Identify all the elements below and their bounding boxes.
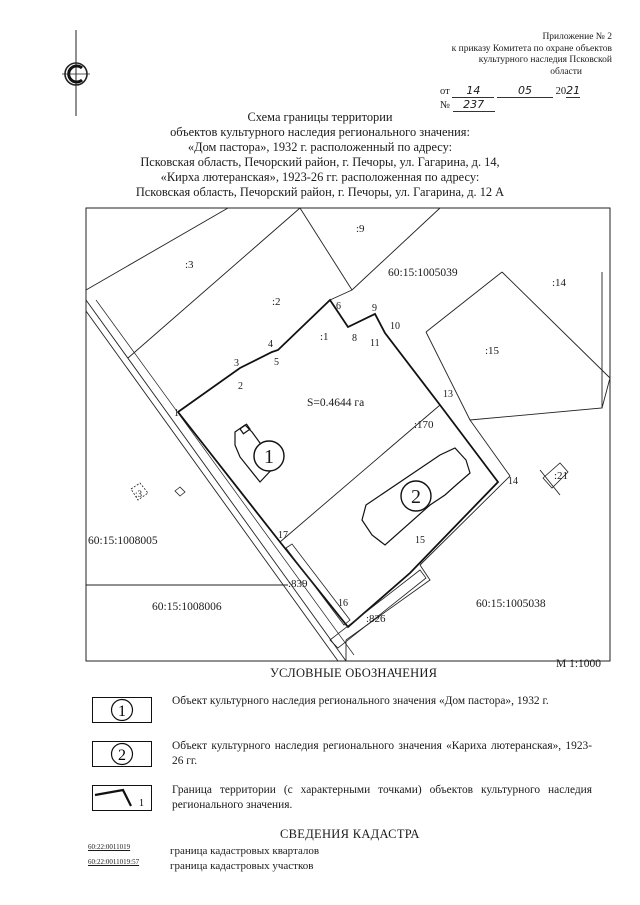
title-line-6: Псковская область, Печорский район, г. П… bbox=[135, 185, 505, 199]
legend-swatch-2: 2 bbox=[92, 741, 152, 767]
structure-21 bbox=[542, 462, 569, 489]
inner-boundary bbox=[279, 404, 441, 543]
parcel-label-826: :826 bbox=[366, 613, 386, 625]
date-year-prefix: 20 bbox=[555, 86, 567, 97]
parcel-label-3: :3 bbox=[185, 259, 194, 271]
point-1: 1 bbox=[174, 408, 179, 419]
point-5: 5 bbox=[274, 357, 279, 368]
point-16: 16 bbox=[338, 598, 348, 609]
date-day: 14 bbox=[466, 84, 481, 97]
legend-text-1: Объект культурного наследия региональног… bbox=[172, 695, 549, 707]
annex-block: Приложение № 2 к приказу Комитета по охр… bbox=[382, 32, 612, 78]
quarter-label-1008006: 60:15:1008006 bbox=[152, 601, 222, 613]
area-label: S=0.4644 га bbox=[307, 397, 364, 409]
annex-date: от 14 05 2021 bbox=[440, 84, 581, 98]
point-14: 14 bbox=[508, 476, 518, 487]
annex-line-2: культурного наследия Псковской bbox=[478, 55, 612, 65]
annex-title: Приложение № 2 bbox=[542, 32, 612, 42]
date-year: 21 bbox=[566, 84, 581, 98]
date-month: 05 bbox=[517, 84, 532, 97]
legend-mark-3: 1 bbox=[139, 798, 144, 809]
object-2-circle bbox=[400, 480, 432, 512]
parcel-label-3b: :3 bbox=[135, 489, 143, 499]
point-9: 9 bbox=[372, 303, 377, 314]
strip-839 bbox=[285, 543, 351, 626]
parcel-label-15: :15 bbox=[485, 345, 500, 357]
legend-swatch-3: 1 bbox=[92, 785, 152, 811]
building-object-1 bbox=[234, 423, 277, 483]
strip-826 bbox=[329, 569, 427, 649]
annex-number: № 237 bbox=[440, 98, 495, 112]
legend-mark-2: 2 bbox=[118, 747, 126, 764]
small-diamond bbox=[174, 486, 186, 497]
legend-mark-1: 1 bbox=[118, 703, 126, 720]
title-line-1: Схема границы территории bbox=[247, 110, 393, 124]
annex-line-1: к приказу Комитета по охране объектов bbox=[451, 43, 612, 54]
quarter-label-1008005: 60:15:1008005 bbox=[88, 535, 158, 547]
point-11: 11 bbox=[370, 338, 380, 349]
point-6: 6 bbox=[336, 301, 341, 312]
date-prefix: от bbox=[440, 86, 450, 97]
cadastre-text-1: граница кадастровых кварталов bbox=[170, 845, 320, 857]
emblem-stamp bbox=[62, 30, 90, 116]
number-value: 237 bbox=[463, 98, 485, 111]
document-title: Схема границы территории объектов культу… bbox=[0, 110, 640, 200]
map-scale: М 1:1000 bbox=[556, 658, 602, 670]
point-13: 13 bbox=[443, 389, 453, 400]
cadastre-code-2: 60:22:0011019:57 bbox=[88, 858, 140, 866]
point-8: 8 bbox=[352, 333, 357, 344]
title-line-4: Псковская область, Печорский район, г. П… bbox=[140, 155, 500, 169]
parcel-label-839: :839 bbox=[288, 578, 308, 590]
cadastre-code-1: 60:22:0011019 bbox=[88, 843, 131, 851]
point-2: 2 bbox=[238, 381, 243, 392]
cadastre-text-2: граница кадастровых участков bbox=[170, 860, 314, 872]
point-17: 17 bbox=[278, 530, 288, 541]
number-prefix: № bbox=[440, 100, 451, 111]
point-15: 15 bbox=[415, 535, 425, 546]
road-line-inner bbox=[85, 310, 339, 662]
road-line-outer bbox=[85, 299, 347, 662]
title-line-5: «Кирха лютеранская», 1923-26 гг. располо… bbox=[160, 170, 480, 184]
object-1-mark: 1 bbox=[264, 446, 274, 468]
cadastre-heading: СВЕДЕНИЯ КАДАСТРА bbox=[280, 827, 420, 841]
parcel-label-170: :170 bbox=[414, 419, 434, 431]
parcel-lines bbox=[85, 207, 611, 661]
legend-text-3: Граница территории (с характерными точка… bbox=[172, 784, 592, 811]
quarter-label-1005039: 60:15:1005039 bbox=[388, 267, 458, 279]
parcel-label-1: :1 bbox=[320, 331, 329, 343]
road-line-east bbox=[95, 299, 355, 656]
building-object-2 bbox=[361, 447, 471, 546]
point-4: 4 bbox=[268, 339, 273, 350]
legend-swatch-1: 1 bbox=[92, 697, 152, 723]
point-10: 10 bbox=[390, 321, 400, 332]
legend-heading: УСЛОВНЫЕ ОБОЗНАЧЕНИЯ bbox=[270, 666, 438, 680]
shed-structure bbox=[130, 482, 149, 501]
point-3: 3 bbox=[234, 358, 239, 369]
title-line-3: «Дом пастора», 1932 г. расположенный по … bbox=[187, 140, 453, 154]
territory-boundary bbox=[177, 298, 500, 629]
parcel-label-9: :9 bbox=[356, 223, 365, 235]
parcel-label-14: :14 bbox=[552, 277, 567, 289]
title-line-2: объектов культурного наследия региональн… bbox=[170, 125, 470, 139]
object-1-circle bbox=[253, 440, 285, 472]
quarter-label-1005038: 60:15:1005038 bbox=[476, 598, 546, 610]
object-2-mark: 2 bbox=[411, 486, 421, 508]
parcel-label-2: :2 bbox=[272, 296, 281, 308]
legend-text-2: Объект культурного наследия региональног… bbox=[172, 740, 592, 767]
parcel-label-21: :21 bbox=[554, 470, 568, 482]
annex-line-3: области bbox=[550, 66, 582, 77]
map-frame bbox=[85, 207, 611, 662]
